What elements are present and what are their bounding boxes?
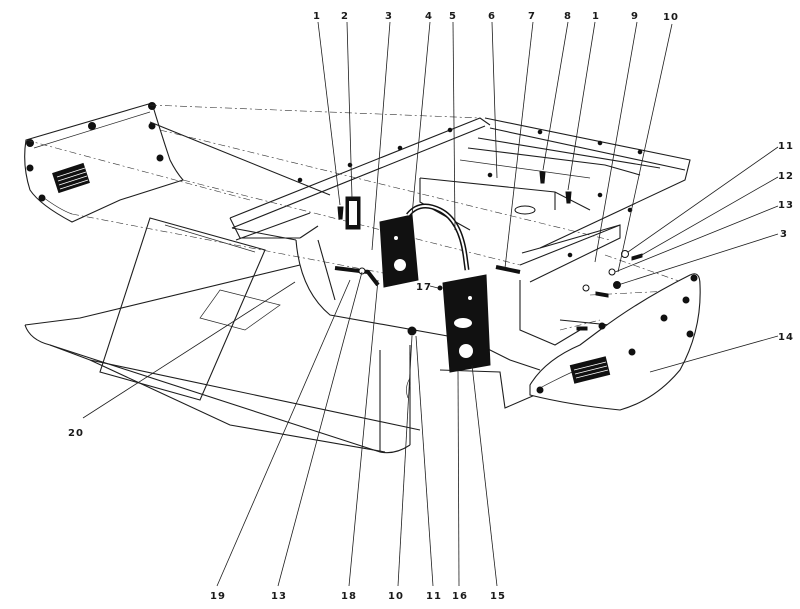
callout-11-bottom: 11 [426, 591, 442, 602]
callout-10-bottom: 10 [388, 591, 404, 602]
callout-4: 4 [425, 11, 433, 22]
right-side-panel [529, 273, 701, 411]
panel-gasket [406, 203, 470, 271]
rod-part-18 [334, 266, 380, 287]
callout-15: 15 [490, 591, 506, 602]
callout-20: 20 [68, 428, 84, 439]
callout-1-top-left: 1 [313, 11, 321, 22]
callout-2: 2 [341, 11, 349, 22]
callout-10-top: 10 [663, 12, 679, 23]
callout-9: 9 [631, 11, 639, 22]
left-panel-vent-grille [52, 162, 90, 194]
callout-3-right: 3 [780, 229, 788, 240]
leader-lines [82, 21, 779, 587]
callout-8: 8 [564, 11, 572, 22]
fasteners [337, 171, 643, 399]
callout-13-bottom: 13 [271, 591, 287, 602]
callout-7: 7 [528, 11, 536, 22]
bracket-part-2 [345, 196, 361, 230]
callout-5: 5 [449, 11, 457, 22]
callout-14: 14 [778, 332, 794, 343]
control-panel-left [379, 214, 419, 288]
callout-12: 12 [778, 171, 794, 182]
rail-bolt-holes [297, 127, 643, 258]
callout-13-right: 13 [778, 200, 794, 211]
callout-11-right: 11 [778, 141, 794, 152]
callouts: 1 2 3 4 5 6 7 8 1 9 10 11 12 13 3 14 17 … [68, 11, 794, 602]
callout-19: 19 [210, 591, 226, 602]
callout-1-top-right: 1 [592, 11, 600, 22]
callout-16: 16 [452, 591, 468, 602]
callout-17: 17 [416, 282, 432, 293]
control-panel-right [442, 274, 491, 373]
callout-6: 6 [488, 11, 496, 22]
callout-3-top: 3 [385, 11, 393, 22]
strip-part-7 [495, 265, 521, 274]
callout-18: 18 [341, 591, 357, 602]
right-panel-vent-grille [569, 356, 611, 384]
left-side-panel [24, 102, 184, 223]
